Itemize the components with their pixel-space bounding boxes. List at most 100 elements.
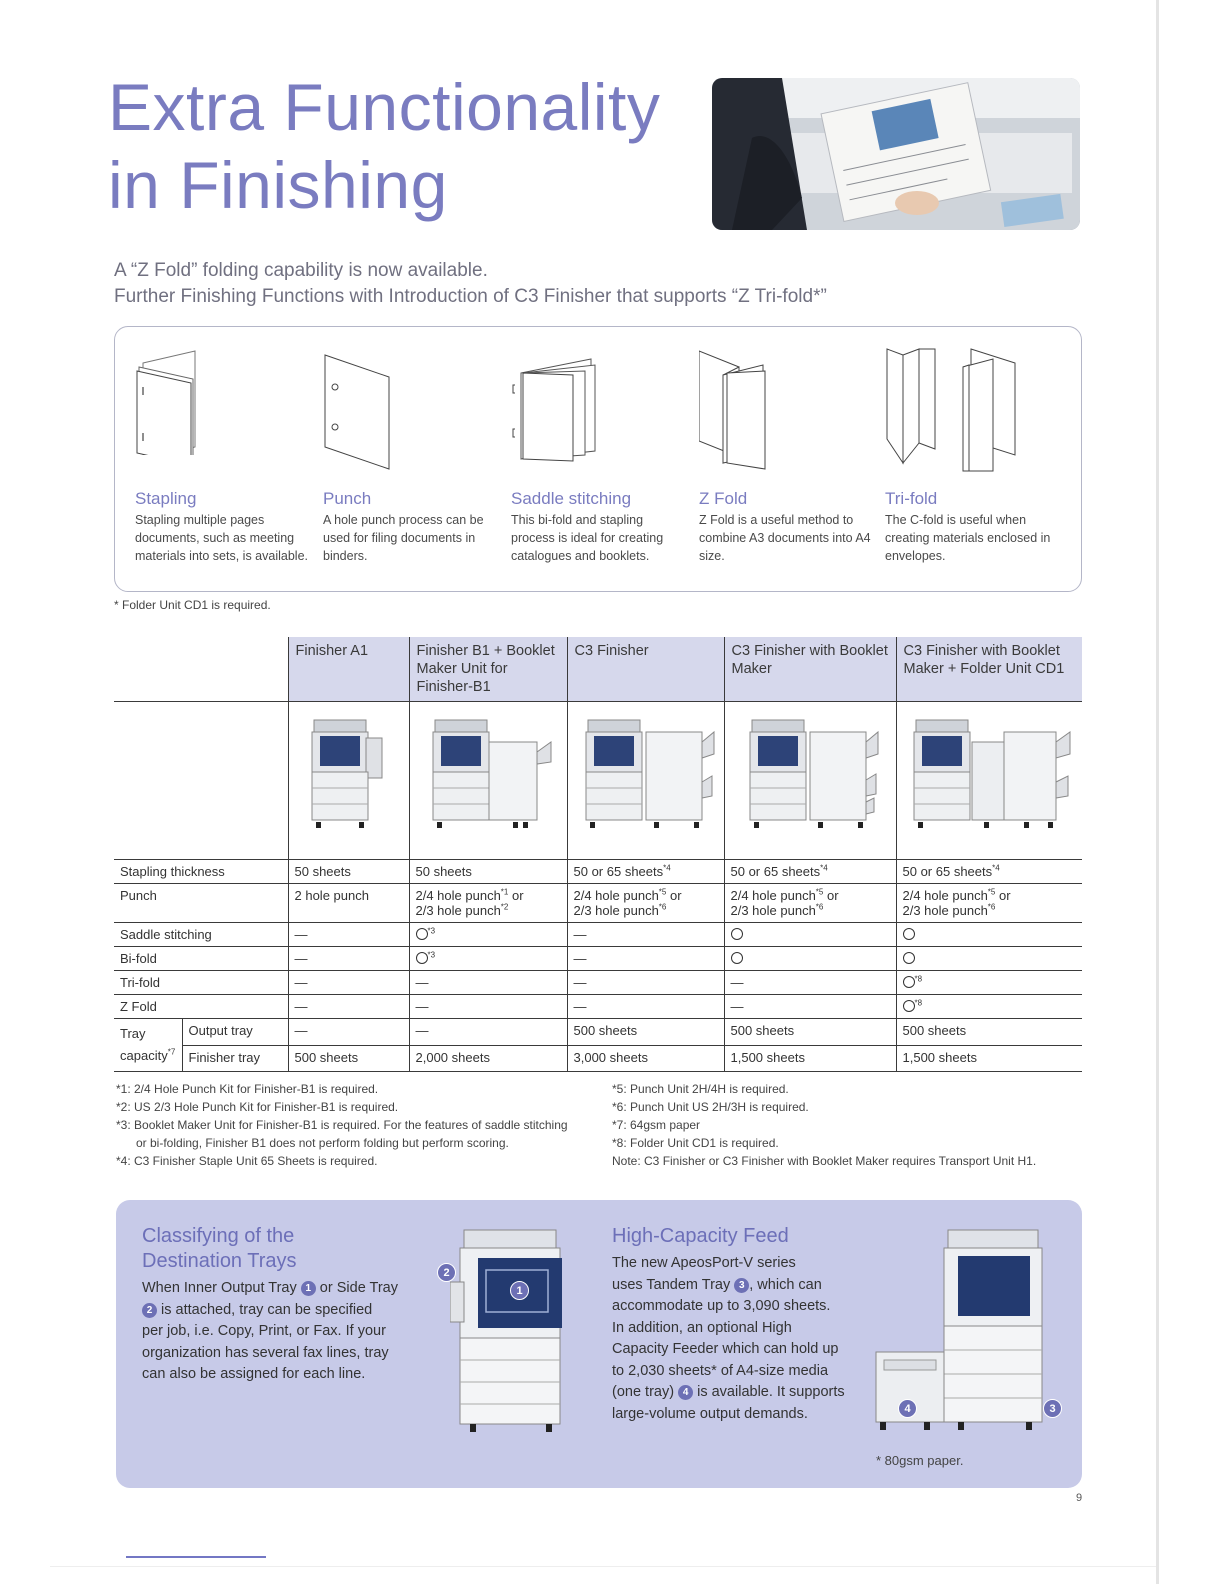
folder-unit-note: * Folder Unit CD1 is required. <box>114 598 271 612</box>
supported-circle-icon <box>902 976 915 988</box>
table-cell <box>895 946 1082 971</box>
function-title: Tri-fold <box>885 489 938 508</box>
table-cell: 1,500 sheets <box>895 1045 1082 1072</box>
footnotes-left: *1: 2/4 Hole Punch Kit for Finisher-B1 i… <box>116 1080 606 1170</box>
supported-circle-icon <box>415 928 428 940</box>
function-title: Stapling <box>135 489 197 508</box>
table-row-finisher-tray: Finisher tray 500 sheets 2,000 sheets 3,… <box>114 1045 1082 1072</box>
table-row-bi-fold: Bi-fold — *3 — <box>114 946 1082 971</box>
table-row-tri-fold: Tri-fold — — — — *8 <box>114 970 1082 995</box>
table-header-row: Finisher A1 Finisher B1 + Booklet Maker … <box>114 637 1082 702</box>
title-line-1: Extra Functionality <box>108 70 661 144</box>
row-sublabel: Output tray <box>181 1018 288 1046</box>
table-row-saddle-stitching: Saddle stitching — *3 — <box>114 922 1082 947</box>
table-cell: — <box>408 970 567 995</box>
intro-line-2: Further Finishing Functions with Introdu… <box>114 286 827 307</box>
machine-image-b1 <box>408 701 567 860</box>
function-title: Punch <box>323 489 372 508</box>
function-punch: Punch A hole punch process can be used f… <box>323 345 499 563</box>
classifying-text: When Inner Output Tray 1 or Side Tray 2 … <box>142 1280 398 1382</box>
supported-circle-icon <box>730 928 743 940</box>
table-cell: *3 <box>408 946 567 971</box>
printer-c3-finisher-image <box>585 719 714 828</box>
table-cell: 50 or 65 sheets*4 <box>566 859 724 884</box>
footnote: Note: C3 Finisher or C3 Finisher with Bo… <box>612 1154 1037 1168</box>
hero-photo <box>712 78 1080 230</box>
machine-image-c3-booklet-folder <box>895 701 1082 860</box>
row-label: Bi-fold <box>114 946 288 971</box>
table-cell: — <box>287 970 409 995</box>
footnote: *2: US 2/3 Hole Punch Kit for Finisher-B… <box>116 1100 399 1114</box>
printer-high-capacity-feeder-image <box>875 1229 1043 1430</box>
table-cell: — <box>566 946 724 971</box>
page-bottom-edge <box>50 1566 1156 1567</box>
machine-image-c3-booklet <box>723 701 896 860</box>
table-cell: — <box>408 994 567 1019</box>
function-stapling: Stapling Stapling multiple pages documen… <box>135 345 311 563</box>
header-c3-booklet-folder: C3 Finisher with Booklet Maker + Folder … <box>895 637 1082 702</box>
table-cell: 500 sheets <box>895 1018 1082 1046</box>
printer-finisher-b1-image <box>432 719 552 828</box>
table-cell <box>723 922 896 947</box>
table-cell: 500 sheets <box>287 1045 409 1072</box>
feed-footnote: * 80gsm paper. <box>876 1453 964 1468</box>
table-cell: 500 sheets <box>723 1018 896 1046</box>
table-cell: 2/4 hole punch*5 or 2/3 hole punch*6 <box>895 883 1082 923</box>
supported-circle-icon <box>902 1000 915 1012</box>
table-cell: — <box>408 1018 567 1046</box>
table-cell: 2/4 hole punch*1 or 2/3 hole punch*2 <box>408 883 567 923</box>
table-cell: 50 or 65 sheets*4 <box>895 859 1082 884</box>
table-cell: 1,500 sheets <box>723 1045 896 1072</box>
number-badge: 2 <box>142 1302 157 1318</box>
table-cell <box>723 946 896 971</box>
tandem-tray-callout: 3 <box>1043 1399 1062 1418</box>
table-cell: 3,000 sheets <box>566 1045 724 1072</box>
function-z-fold: Z Fold Z Fold is a useful method to comb… <box>699 345 875 563</box>
saddle-stitching-icon <box>512 358 596 462</box>
table-row-stapling: Stapling thickness 50 sheets 50 sheets 5… <box>114 859 1082 884</box>
function-saddle-stitching: Saddle stitching This bi-fold and stapli… <box>511 345 687 563</box>
table-cell <box>895 922 1082 947</box>
hcf-callout: 4 <box>898 1399 917 1418</box>
page-edge-shadow <box>1156 0 1159 1584</box>
finisher-spec-table: Finisher A1 Finisher B1 + Booklet Maker … <box>114 637 1082 1072</box>
table-cell: — <box>287 994 409 1019</box>
header-blank <box>114 637 288 702</box>
image-row-label <box>114 701 288 860</box>
supported-circle-icon <box>415 952 428 964</box>
supported-circle-icon <box>902 952 915 964</box>
table-cell: 50 sheets <box>408 859 567 884</box>
inner-tray-callout: 1 <box>510 1281 529 1300</box>
function-title: Saddle stitching <box>511 489 632 508</box>
table-cell: *8 <box>895 970 1082 995</box>
printer-finisher-a1-image <box>311 719 382 828</box>
table-cell: 500 sheets <box>566 1018 724 1046</box>
title-line-2: in Finishing <box>108 148 448 222</box>
table-cell: — <box>723 994 896 1019</box>
stapling-icon <box>136 350 196 455</box>
number-badge: 3 <box>734 1277 750 1293</box>
machine-image-c3 <box>566 701 724 860</box>
number-badge: 4 <box>678 1385 694 1400</box>
function-description: Stapling multiple pages documents, such … <box>135 513 308 563</box>
supported-circle-icon <box>902 928 915 940</box>
function-description: The C-fold is useful when creating mater… <box>885 513 1051 563</box>
function-title: Z Fold <box>699 489 748 508</box>
machine-image-a1 <box>287 701 409 860</box>
table-cell: — <box>723 970 896 995</box>
table-cell: 50 or 65 sheets*4 <box>723 859 896 884</box>
page-title: Extra Functionality in Finishing <box>108 68 660 224</box>
printer-output-trays-image <box>450 1229 562 1432</box>
printer-c3-booklet-image <box>749 719 879 828</box>
function-tri-fold: Tri-fold The C-fold is useful when creat… <box>885 345 1061 563</box>
function-description: This bi-fold and stapling process is ide… <box>511 513 664 563</box>
feed-text: The new ApeosPort-V series uses Tandem T… <box>612 1255 845 1422</box>
header-c3-finisher: C3 Finisher <box>566 637 724 702</box>
table-image-row <box>114 701 1082 860</box>
row-sublabel: Finisher tray <box>181 1045 288 1072</box>
footnote: *5: Punch Unit 2H/4H is required. <box>612 1082 789 1096</box>
supported-circle-icon <box>730 952 743 964</box>
